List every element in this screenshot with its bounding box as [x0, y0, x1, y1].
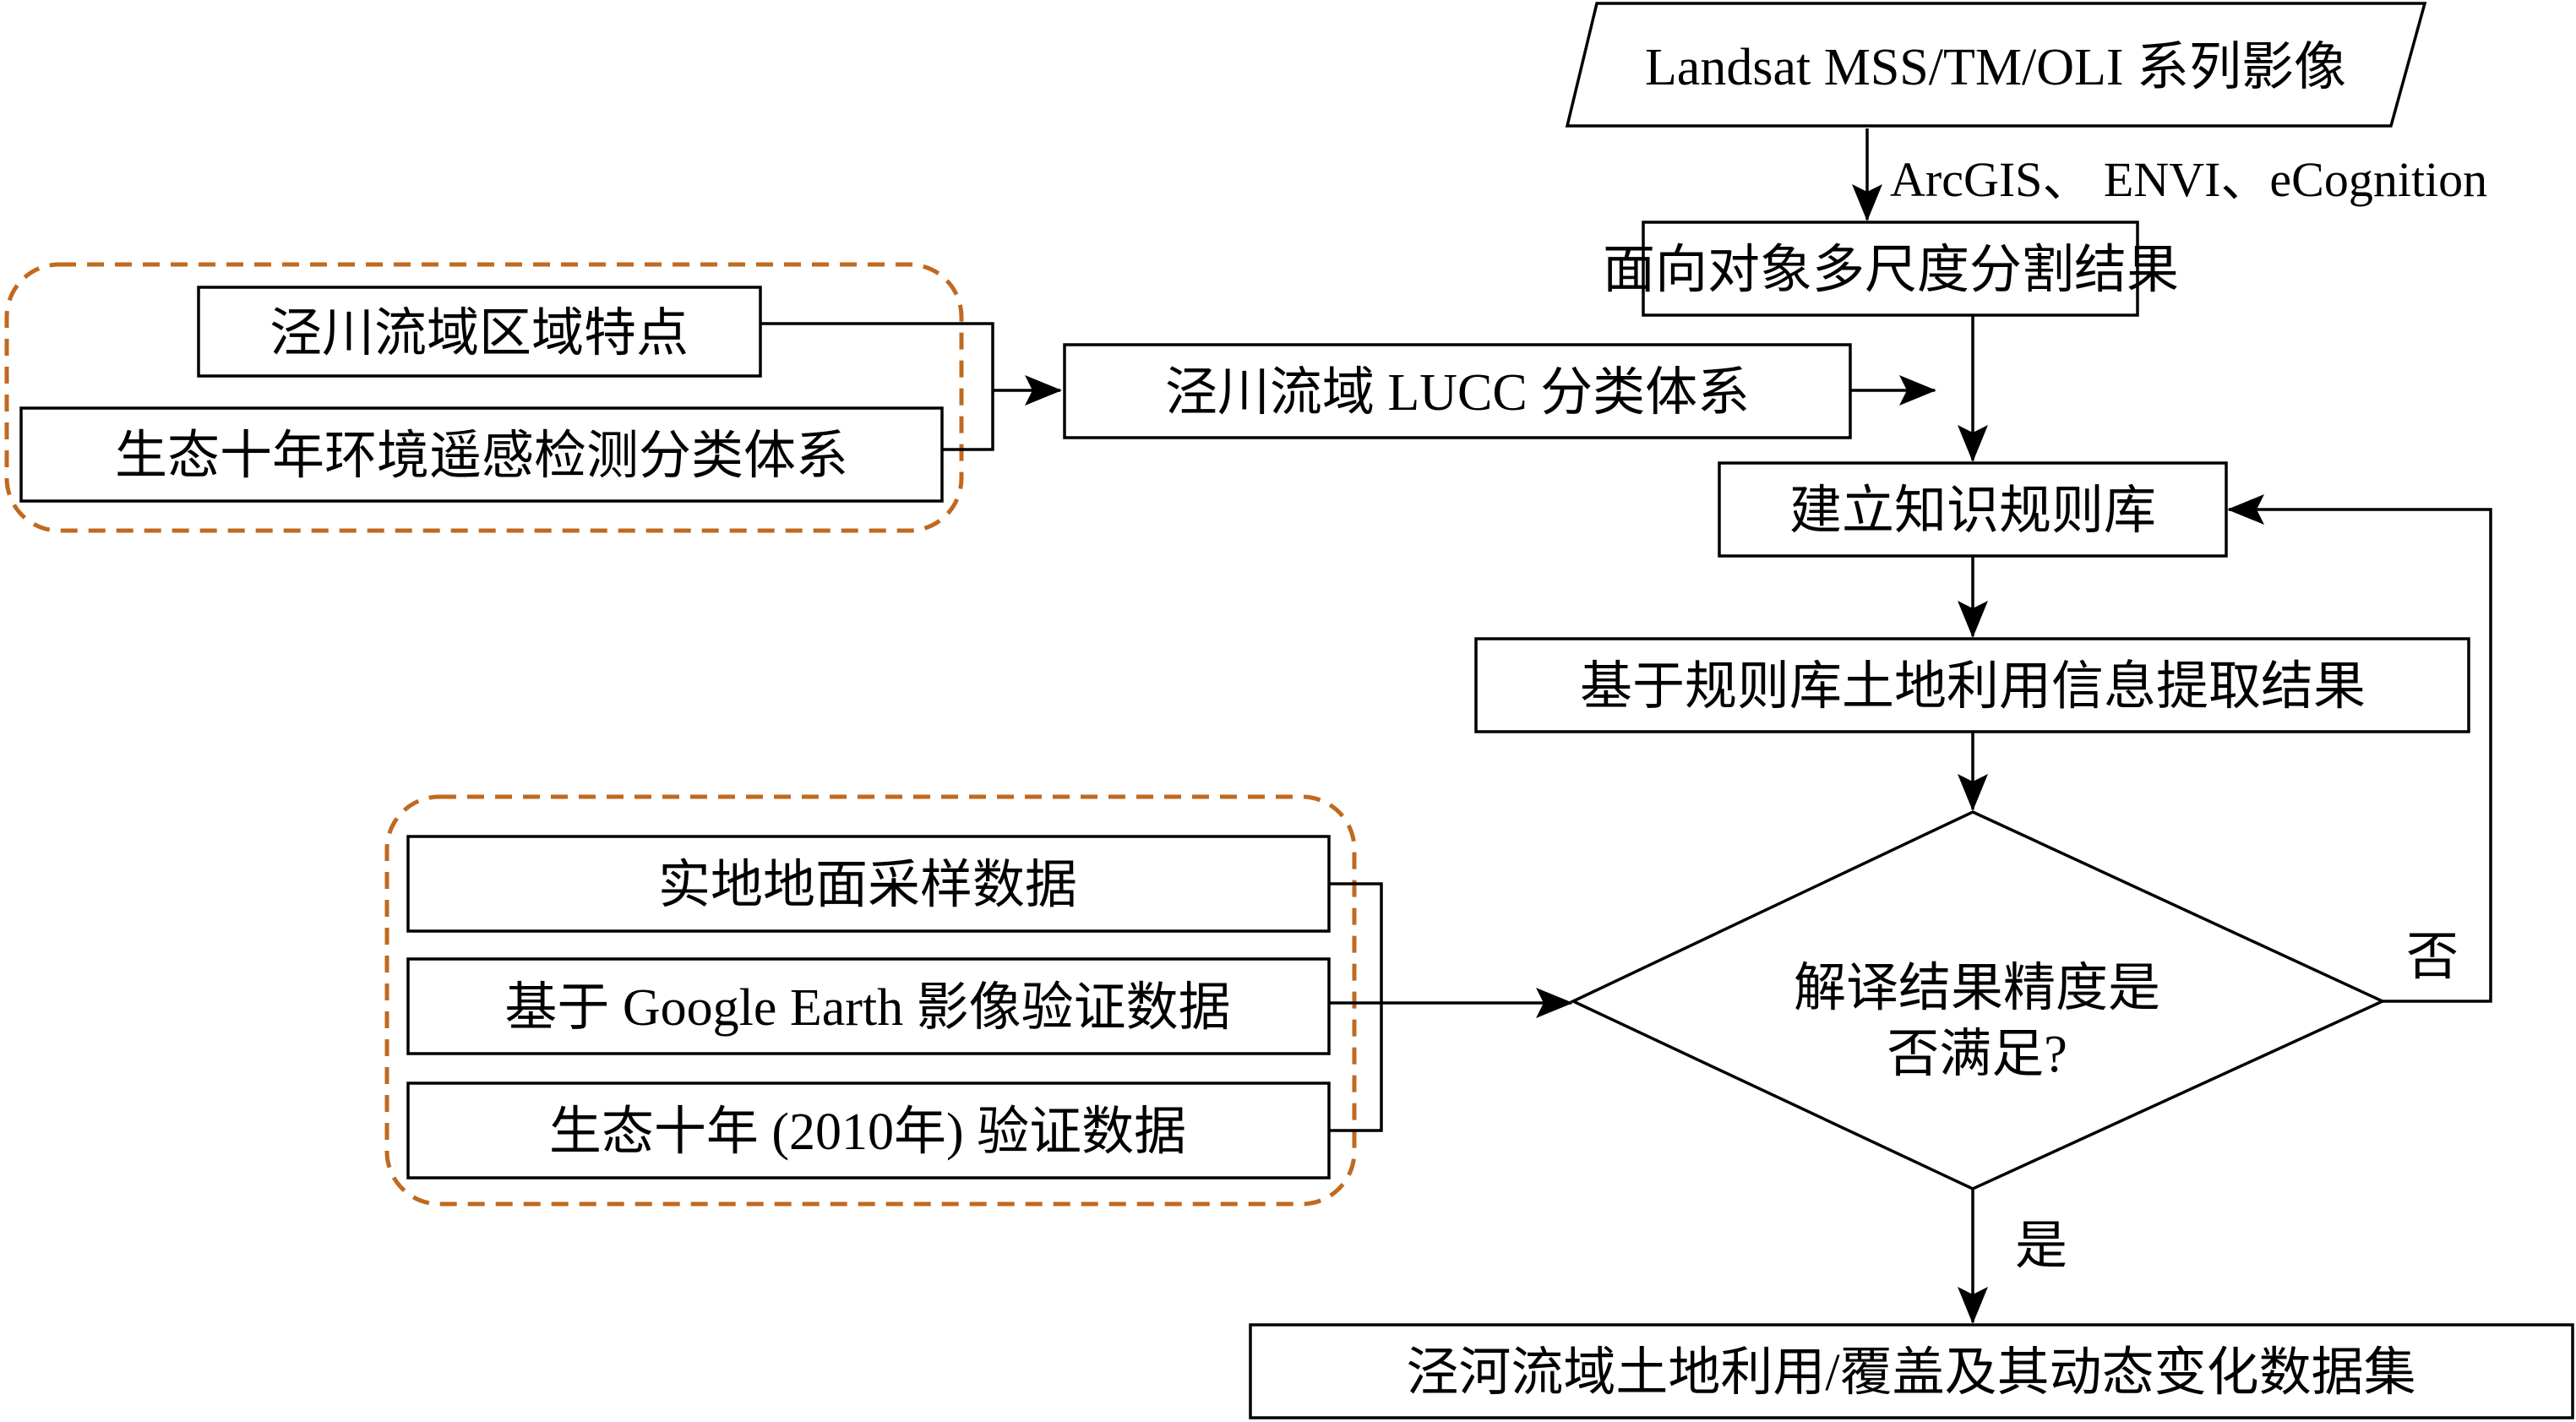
- region-features-node: [197, 286, 762, 378]
- google-earth-label: 基于 Google Earth 影像验证数据: [504, 979, 1230, 1037]
- segmentation-label: 面向对象多尺度分割结果: [1603, 242, 2179, 299]
- yes-branch-label: 是: [2015, 1218, 2067, 1275]
- field-samples-label: 实地地面采样数据: [658, 857, 1077, 914]
- eco-decade-system-label: 生态十年环境遥感检测分类体系: [115, 428, 848, 485]
- extraction-label: 基于规则库土地利用信息提取结果: [1580, 658, 2366, 716]
- decision-label-line2: 否满足?: [1887, 1026, 2067, 1083]
- field-samples-node: [406, 835, 1331, 933]
- validation-bracket: [1329, 882, 1383, 1132]
- classification-bracket: [760, 322, 994, 451]
- rule-base-label: 建立知识规则库: [1789, 482, 2156, 540]
- no-branch-label: 否: [2406, 929, 2459, 986]
- segmentation-node: [1642, 221, 2139, 317]
- eco-decade-2010-label: 生态十年 (2010年) 验证数据: [549, 1103, 1186, 1161]
- google-earth-node: [406, 957, 1331, 1055]
- decision-label-line1: 解译结果精度是: [1794, 960, 2160, 1017]
- flow-arrow-no-loop: [2227, 494, 2492, 1003]
- region-features-label: 泾川流域区域特点: [270, 305, 689, 362]
- input-group-validation: [384, 794, 1357, 1207]
- extraction-node: [1474, 637, 2470, 733]
- eco-decade-2010-node: [406, 1081, 1331, 1180]
- final-dataset-label: 泾河流域土地利用/覆盖及其动态变化数据集: [1406, 1344, 2415, 1402]
- lucc-system-label: 泾川流域 LUCC 分类体系: [1165, 364, 1750, 422]
- rule-base-node: [1718, 461, 2228, 558]
- landsat-source-label: Landsat MSS/TM/OLI 系列影像: [1645, 39, 2346, 96]
- landsat-source-node: [1565, 2, 2427, 128]
- tools-label: ArcGIS、 ENVI、eCognition: [1890, 152, 2487, 207]
- final-dataset-node: [1249, 1323, 2574, 1419]
- eco-decade-system-node: [19, 406, 944, 503]
- input-group-classification: [4, 262, 964, 533]
